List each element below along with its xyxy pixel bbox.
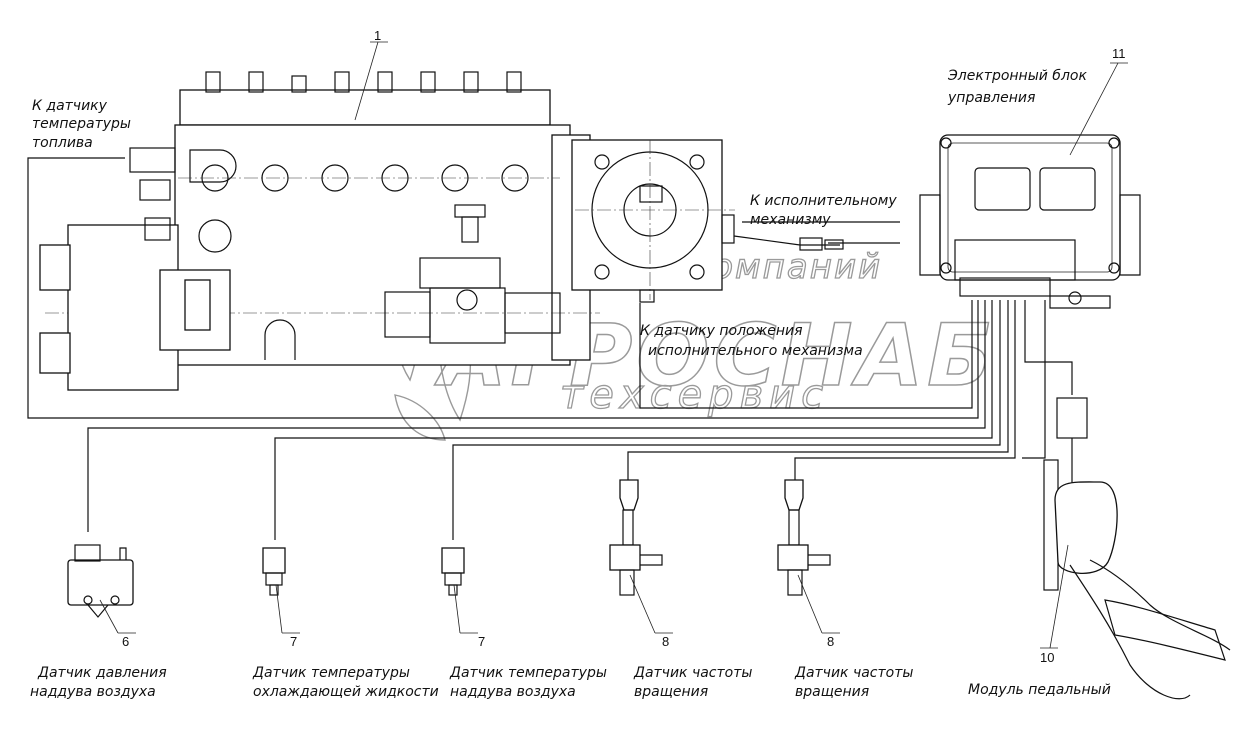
label-boost-temp-line2: наддува воздуха [450, 684, 576, 700]
watermark-line3: техсервис [560, 372, 829, 418]
callout-11: 11 [1112, 46, 1126, 61]
callout-7b: 7 [478, 634, 485, 649]
boost-pressure-sensor [67, 544, 134, 618]
label-speed-b-line1: Датчик частоты [794, 665, 913, 681]
label-actuator-line2: механизму [750, 212, 831, 228]
label-fuel-temp-line3: топлива [32, 135, 93, 151]
label-ecu-line2: управления [947, 90, 1035, 106]
callout-8a: 8 [662, 634, 669, 649]
leader-lines [99, 41, 1128, 649]
label-coolant-temp-line2: охлаждающей жидкости [253, 684, 439, 700]
label-boost-temp-line1: Датчик температуры [449, 665, 607, 681]
speed-sensor-b [777, 479, 831, 596]
callout-1: 1 [374, 28, 381, 43]
fuel-injection-pump [39, 71, 844, 391]
label-speed-b-line2: вращения [795, 684, 869, 700]
label-speed-a-line1: Датчик частоты [633, 665, 752, 681]
callout-7a: 7 [290, 634, 297, 649]
boost-temp-sensor [441, 547, 465, 596]
coolant-temp-sensor [262, 547, 286, 596]
wiring [27, 157, 1073, 540]
label-ecu-line1: Электронный блок [947, 68, 1087, 84]
speed-sensor-a [609, 479, 663, 596]
callout-6: 6 [122, 634, 129, 649]
pedal-module [1043, 397, 1231, 700]
ecu-unit [919, 134, 1141, 309]
label-fuel-temp-line2: температуры [32, 116, 131, 132]
label-fuel-temp-line1: К датчику [32, 98, 108, 114]
callout-8b: 8 [827, 634, 834, 649]
label-actuator-line1: К исполнительному [750, 193, 897, 209]
label-actuator-pos-line2: исполнительного механизма [648, 343, 863, 359]
callout-10: 10 [1040, 650, 1054, 665]
label-boost-pressure-line2: наддува воздуха [30, 684, 156, 700]
label-speed-a-line2: вращения [634, 684, 708, 700]
label-actuator-pos-line1: К датчику положения [640, 323, 803, 339]
label-pedal: Модуль педальный [968, 682, 1111, 698]
label-coolant-temp-line1: Датчик температуры [252, 665, 410, 681]
label-boost-pressure-line1: Датчик давления [37, 665, 167, 681]
